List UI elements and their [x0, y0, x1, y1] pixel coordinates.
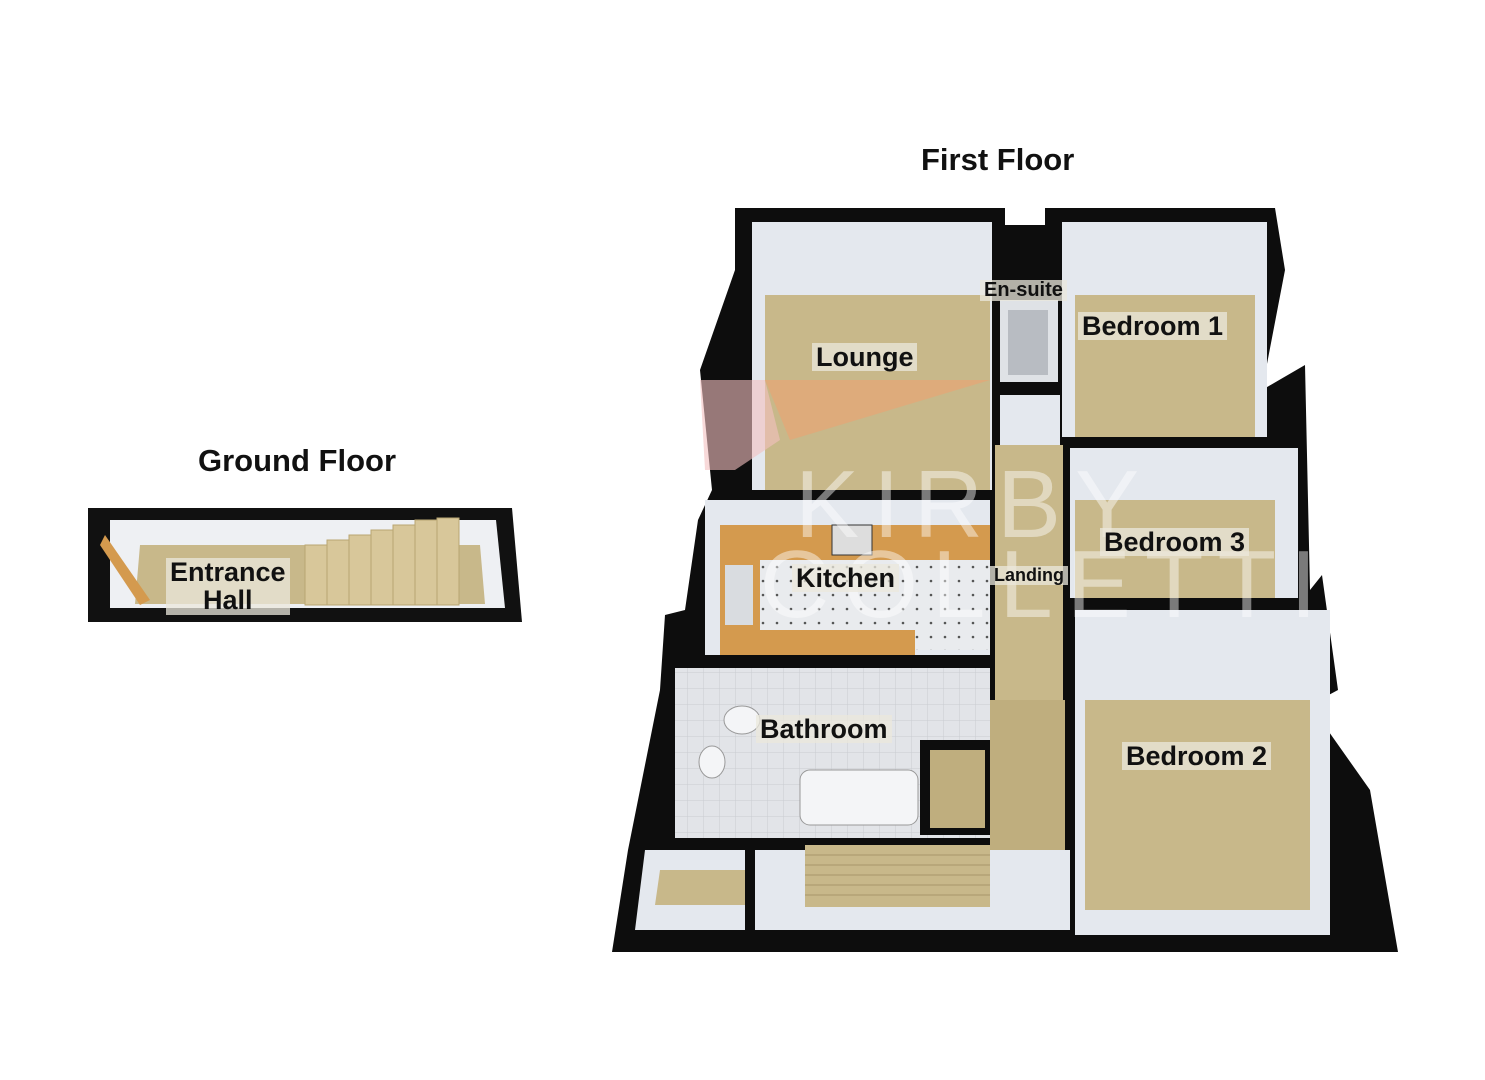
stairwell [805, 845, 990, 907]
bath [799, 769, 919, 826]
entrance-hall-line-1: Entrance [170, 557, 286, 587]
room-label-bedroom-2: Bedroom 2 [1122, 742, 1272, 770]
bedroom-2-floor [1085, 700, 1310, 910]
hob [831, 524, 873, 556]
room-label-lounge: Lounge [812, 343, 918, 371]
staircase [304, 517, 460, 606]
watermark-line-1: KIRBY [795, 451, 1154, 558]
room-label-kitchen: Kitchen [792, 564, 900, 592]
first-floor-title: First Floor [921, 142, 1075, 177]
room-label-entrance-hall: Entrance Hall [166, 558, 290, 615]
sink [725, 565, 753, 625]
ground-floor-plan [88, 508, 522, 622]
toilet [723, 705, 761, 735]
room-label-bathroom: Bathroom [756, 715, 892, 743]
room-label-landing: Landing [990, 566, 1068, 585]
basin [698, 745, 726, 779]
room-label-en-suite: En-suite [980, 280, 1067, 301]
room-label-bedroom-1: Bedroom 1 [1078, 312, 1228, 340]
entrance-hall-line-2: Hall [203, 585, 253, 616]
room-label-bedroom-3: Bedroom 3 [1100, 528, 1250, 556]
ground-floor-title: Ground Floor [198, 443, 397, 478]
